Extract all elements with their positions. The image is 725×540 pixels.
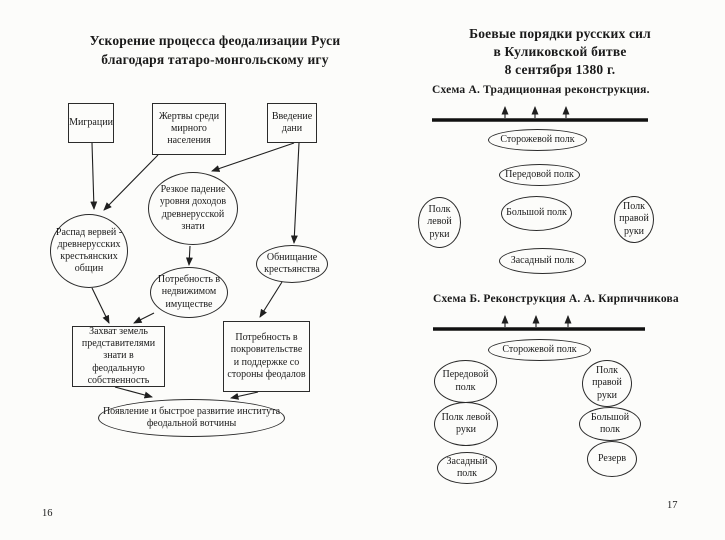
left-page-title: Ускорение процесса феодализации Руси бла…	[40, 31, 390, 69]
arrow-property-need-to-land-seizure	[133, 312, 155, 324]
schema-a-zasadny: Засадный полк	[499, 248, 586, 274]
page-number-right: 17	[667, 500, 678, 511]
page-number-left: 16	[42, 508, 53, 519]
flow-node-votchina: Появление и быстрое развитие института ф…	[98, 399, 285, 437]
schema-b-peredovoy: Передовой полк	[434, 360, 497, 403]
arrow-tribute-to-impoverishment	[290, 142, 300, 244]
schema-a-right-hand: Полк правой руки	[614, 196, 654, 243]
schema-b-storozhevoy: Сторожевой полк	[488, 339, 591, 361]
schema-a-label: Схема А. Традиционная реконструкция.	[432, 84, 650, 96]
right-title-line3: 8 сентября 1380 г.	[504, 62, 616, 78]
flow-node-property-need: Потребность в недвижимом имуществе	[150, 267, 228, 318]
right-page-title: Боевые порядки русских сил в Куликовской…	[415, 25, 705, 80]
schema-a-bolshoy: Большой полк	[501, 196, 572, 231]
arrow-patronage-to-votchina	[230, 391, 259, 400]
schema-a-left-hand: Полк левой руки	[418, 197, 461, 248]
arrow-income-drop-to-property-need	[185, 245, 193, 266]
arrow-verv-to-land-seizure	[91, 287, 110, 324]
left-title-line2: благодаря татаро-монгольскому игу	[101, 52, 329, 68]
schema-b-left-hand: Полк левой руки	[434, 402, 498, 446]
flow-node-impoverishment: Обнищание крестьянства	[256, 245, 328, 283]
arrow-land-seizure-to-votchina	[114, 386, 153, 399]
arrow-tribute-to-income-drop	[211, 142, 295, 172]
flow-node-migrations: Миграции	[68, 103, 114, 143]
arrow-victims-to-verv	[103, 154, 159, 211]
arrow-impoverishment-to-patronage	[259, 281, 283, 318]
schema-a-storozhevoy: Сторожевой полк	[488, 129, 587, 151]
left-title-line1: Ускорение процесса феодализации Руси	[89, 33, 341, 48]
schema-a-peredovoy: Передовой полк	[499, 164, 580, 186]
schema-b-bolshoy: Большой полк	[579, 407, 641, 441]
right-title-line1: Боевые порядки русских сил	[469, 26, 651, 41]
flow-node-income-drop: Резкое падение уровня доходов древнерусс…	[148, 172, 238, 245]
flow-node-patronage-need: Потребность в покровительстве и поддержк…	[223, 321, 310, 392]
right-title-line2: в Куликовской битве	[493, 44, 627, 60]
flow-node-verv-collapse: Распад вервей - древнерусских крестьянск…	[50, 214, 128, 288]
schema-b-zasadny: Засадный полк	[437, 452, 497, 484]
flow-node-victims: Жертвы среди мирного населения	[152, 103, 226, 155]
schema-b-right-hand: Полк правой руки	[582, 360, 632, 407]
schema-b-rezerv: Резерв	[587, 441, 637, 477]
schema-b-label: Схема Б. Реконструкция А. А. Кирпичников…	[433, 293, 679, 305]
arrow-migrations-to-verv	[90, 142, 98, 210]
flow-node-tribute: Введение дани	[267, 103, 317, 143]
flow-node-land-seizure: Захват земель представителями знати в фе…	[72, 326, 165, 387]
